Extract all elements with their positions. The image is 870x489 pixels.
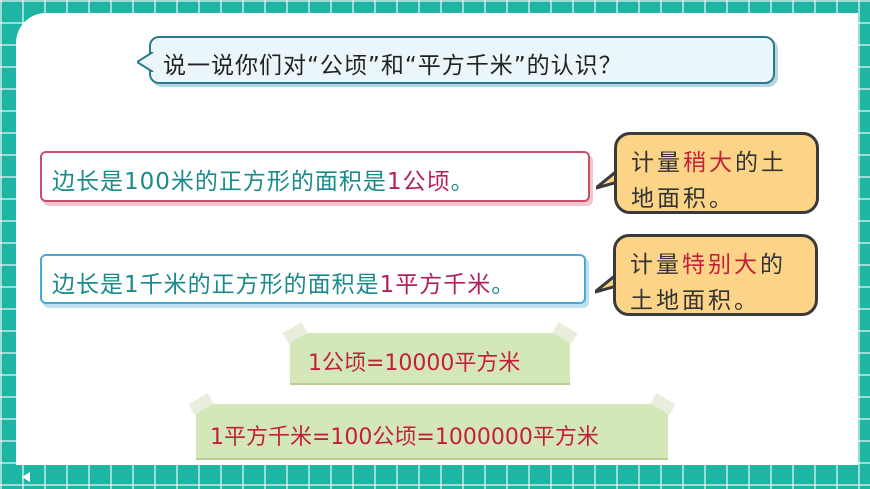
speech-tail-icon (137, 52, 154, 72)
note-emphasis: 特别大 (682, 252, 760, 278)
statement-text: 边长是1千米的正方形的面积是1平方千米。 (52, 265, 515, 299)
note-text: 的土 (735, 150, 787, 176)
note-square-kilometer: 计量特别大的 土地面积。 (613, 234, 818, 316)
statement-hectare: 边长是100米的正方形的面积是1公顷。 (40, 151, 590, 202)
note-emphasis: 稍大 (683, 150, 735, 176)
statement-prefix: 边长是100米的正方形的面积是 (52, 169, 387, 195)
formula-hectare-strip: 1公顷=10000平方米 (282, 322, 578, 383)
statement-text: 边长是100米的正方形的面积是1公顷。 (52, 162, 475, 196)
note-line-2: 土地面积。 (630, 288, 760, 314)
statement-square-kilometer: 边长是1千米的正方形的面积是1平方千米。 (40, 254, 586, 304)
note-tail-icon (596, 168, 618, 190)
formula-square-kilometer-strip: 1平方千米=100公顷=1000000平方米 (188, 393, 676, 458)
slide-nav-arrows (22, 472, 30, 482)
statement-suffix: 。 (491, 272, 516, 298)
note-text: 计量 (631, 150, 683, 176)
formula-text: 1公顷=10000平方米 (308, 351, 521, 376)
statement-highlight: 1平方千米 (379, 272, 492, 298)
prev-arrow-icon (22, 472, 30, 482)
question-text: 说一说你们对“公顷”和“平方千米”的认识？ (163, 53, 623, 79)
note-line-2: 地面积。 (631, 186, 735, 212)
formula-text: 1平方千米=100公顷=1000000平方米 (210, 425, 599, 450)
note-text: 计量 (630, 252, 682, 278)
question-bubble: 说一说你们对“公顷”和“平方千米”的认识？ (137, 36, 775, 84)
note-tail-icon (595, 272, 617, 294)
statement-prefix: 边长是1千米的正方形的面积是 (52, 272, 380, 298)
statement-suffix: 。 (450, 169, 475, 195)
statement-highlight: 1公顷 (386, 169, 451, 195)
note-line-1: 计量稍大的土 (631, 143, 787, 177)
note-hectare: 计量稍大的土 地面积。 (614, 132, 819, 214)
note-text: 的 (760, 252, 786, 278)
note-line-1: 计量特别大的 (630, 245, 786, 279)
